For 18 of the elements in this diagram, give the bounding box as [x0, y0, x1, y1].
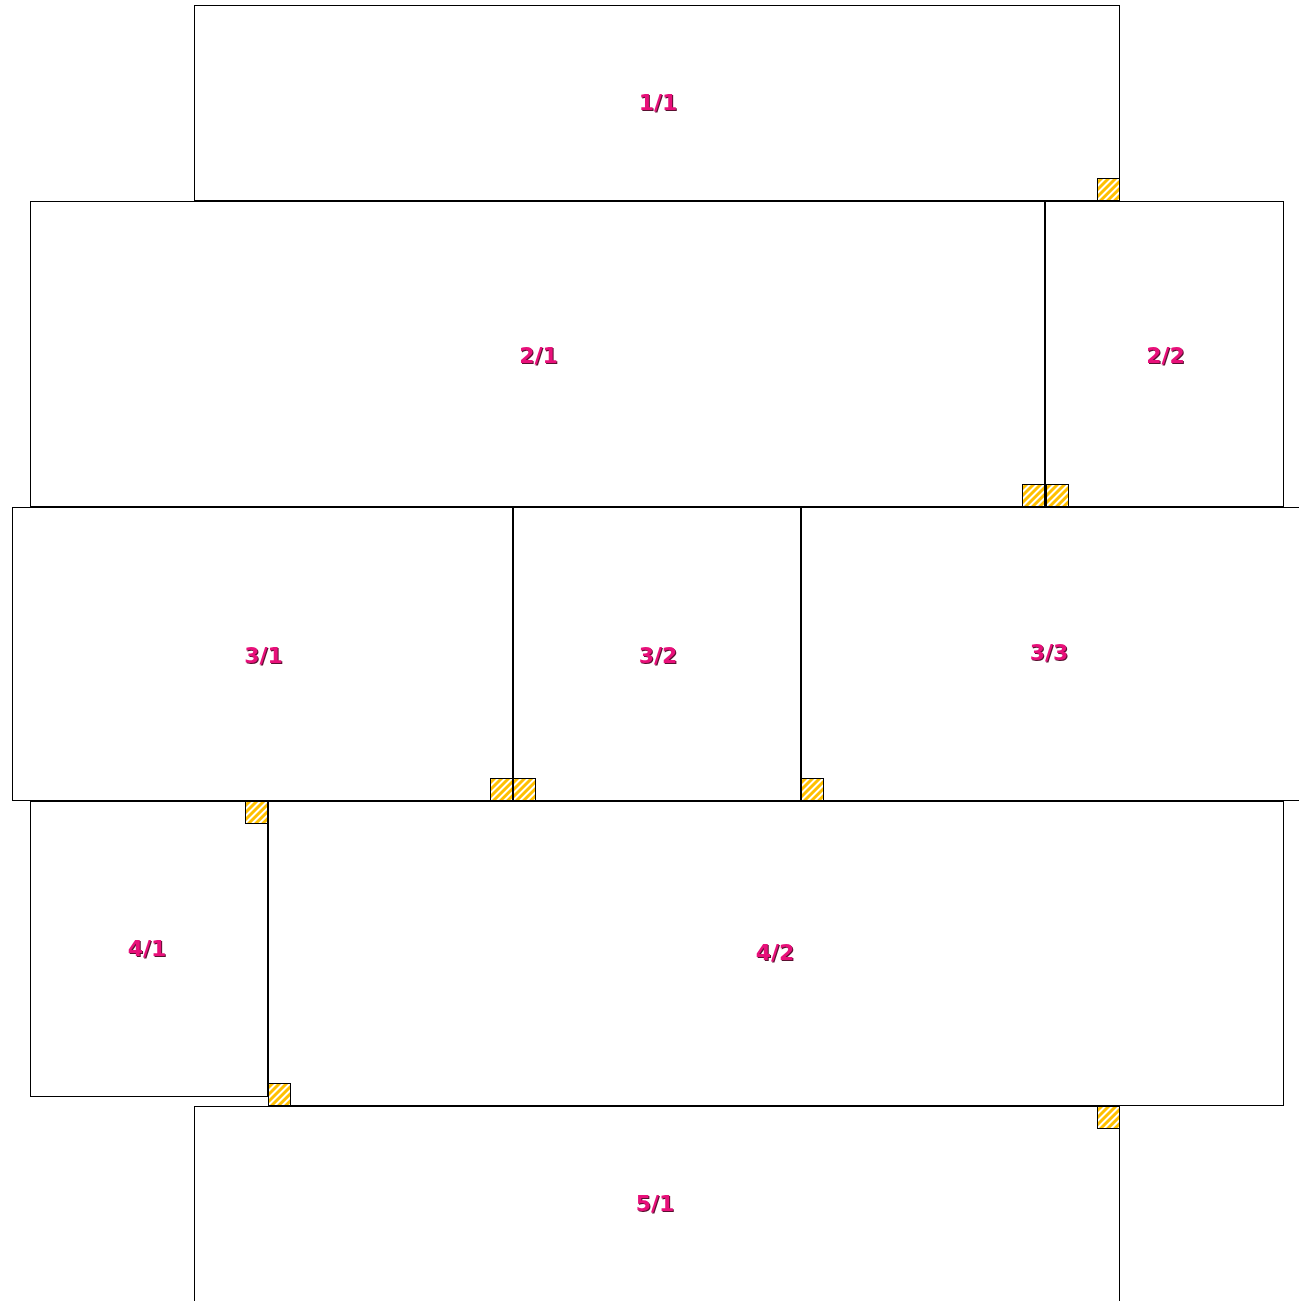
- panel-box: [268, 801, 1284, 1106]
- panel-box: [513, 507, 801, 801]
- panel-label: 4/2: [755, 939, 795, 965]
- panel-box: [194, 1106, 1120, 1301]
- panel-box: [1045, 201, 1284, 507]
- panel-label: 5/1: [635, 1190, 675, 1216]
- panel-box: [12, 507, 513, 801]
- panel-label: 3/1: [244, 642, 283, 668]
- panel-label: 3/3: [1029, 639, 1069, 665]
- panel-label: 2/1: [519, 342, 558, 368]
- panel-box: [801, 507, 1299, 801]
- panel-label: 4/1: [127, 935, 167, 961]
- panel-box: [30, 201, 1045, 507]
- panel-label: 1/1: [638, 89, 678, 115]
- panel-box: [194, 5, 1120, 201]
- panel-label: 3/2: [638, 642, 678, 668]
- panel-label: 2/2: [1146, 342, 1185, 368]
- panel-box: [30, 801, 268, 1097]
